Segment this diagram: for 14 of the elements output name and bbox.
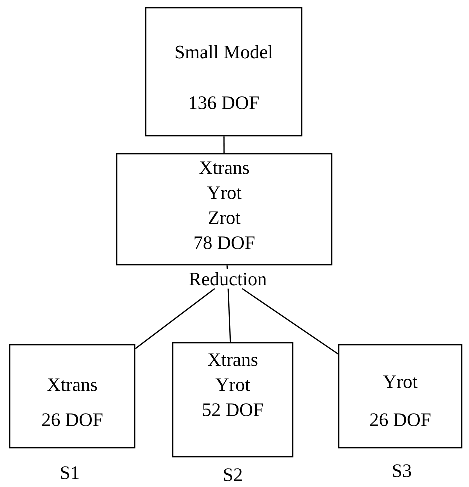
- process-box: Xtrans Yrot Zrot 78 DOF: [116, 153, 333, 266]
- process-box: Xtrans 26 DOF: [9, 344, 136, 449]
- process-box: Xtrans Yrot 52 DOF: [172, 342, 294, 458]
- step-label: Reduction: [190, 272, 267, 286]
- connector-line: [226, 266, 228, 270]
- connector-line: [135, 288, 216, 350]
- node-label: S3: [393, 464, 412, 478]
- process-box: Yrot 26 DOF: [338, 344, 463, 449]
- connector-line: [242, 288, 339, 355]
- node-label: S2: [224, 468, 242, 482]
- connector-line: [224, 136, 225, 154]
- connector-line: [228, 288, 232, 342]
- process-box: Small Model 136 DOF: [145, 7, 303, 137]
- node-label: S1: [61, 466, 79, 480]
